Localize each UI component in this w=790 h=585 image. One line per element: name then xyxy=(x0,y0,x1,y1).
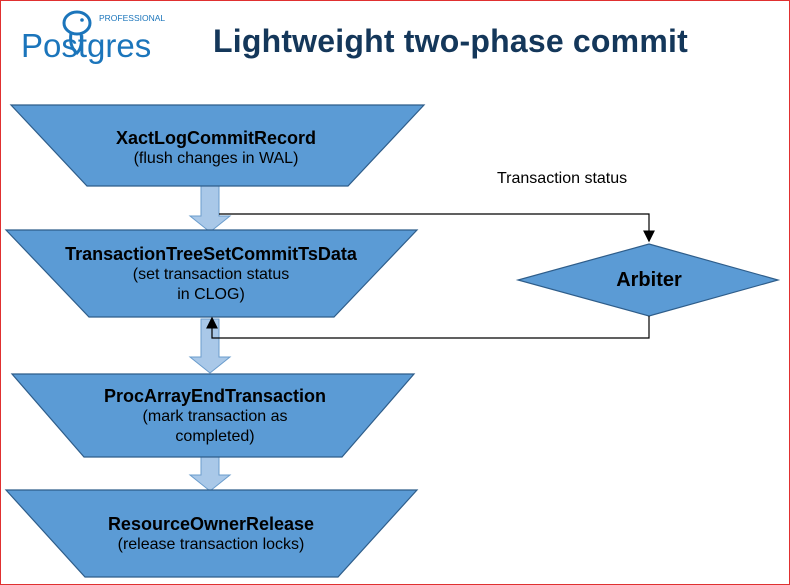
step-description-line-2: completed) xyxy=(175,428,255,445)
transaction-status-label: Transaction status xyxy=(497,170,628,187)
block-arrow-2 xyxy=(188,318,232,374)
step-shape-transactiontree xyxy=(4,229,419,318)
step-name: XactLogCommitRecord xyxy=(115,128,317,148)
step-label-resourceowner: ResourceOwnerRelease (release transactio… xyxy=(51,513,371,555)
logo-wordmark: Postgres xyxy=(21,27,151,64)
page-title: Lightweight two-phase commit xyxy=(213,23,688,59)
postgres-logo: PROFESSIONAL Postgres xyxy=(21,10,165,64)
elephant-icon xyxy=(62,10,92,55)
step-shape-resourceowner xyxy=(4,489,419,578)
step-name: TransactionTreeSetCommitTsData xyxy=(65,244,357,264)
step-label-xactlog: XactLogCommitRecord (flush changes in WA… xyxy=(71,127,361,169)
block-arrow-3 xyxy=(188,456,232,492)
connector-from-arbiter xyxy=(206,316,650,339)
step-shape-xactlog xyxy=(9,104,426,187)
step-name: ResourceOwnerRelease xyxy=(107,514,315,534)
logo-professional-text: PROFESSIONAL xyxy=(99,13,165,23)
connector-to-arbiter xyxy=(219,213,655,243)
step-description-line-2: in CLOG) xyxy=(177,286,245,303)
arbiter-label: Arbiter xyxy=(616,269,682,291)
step-description: (flush changes in WAL) xyxy=(133,150,299,167)
step-description-line-1: (mark transaction as xyxy=(142,408,288,425)
step-label-procarray: ProcArrayEndTransaction (mark transactio… xyxy=(45,385,385,447)
block-arrow-1 xyxy=(188,185,232,233)
step-name: ProcArrayEndTransaction xyxy=(103,386,327,406)
step-shape-procarray xyxy=(10,373,416,458)
step-description: (release transaction locks) xyxy=(117,536,305,553)
step-label-transactiontree: TransactionTreeSetCommitTsData (set tran… xyxy=(21,243,401,305)
step-description-line-1: (set transaction status xyxy=(132,266,290,283)
